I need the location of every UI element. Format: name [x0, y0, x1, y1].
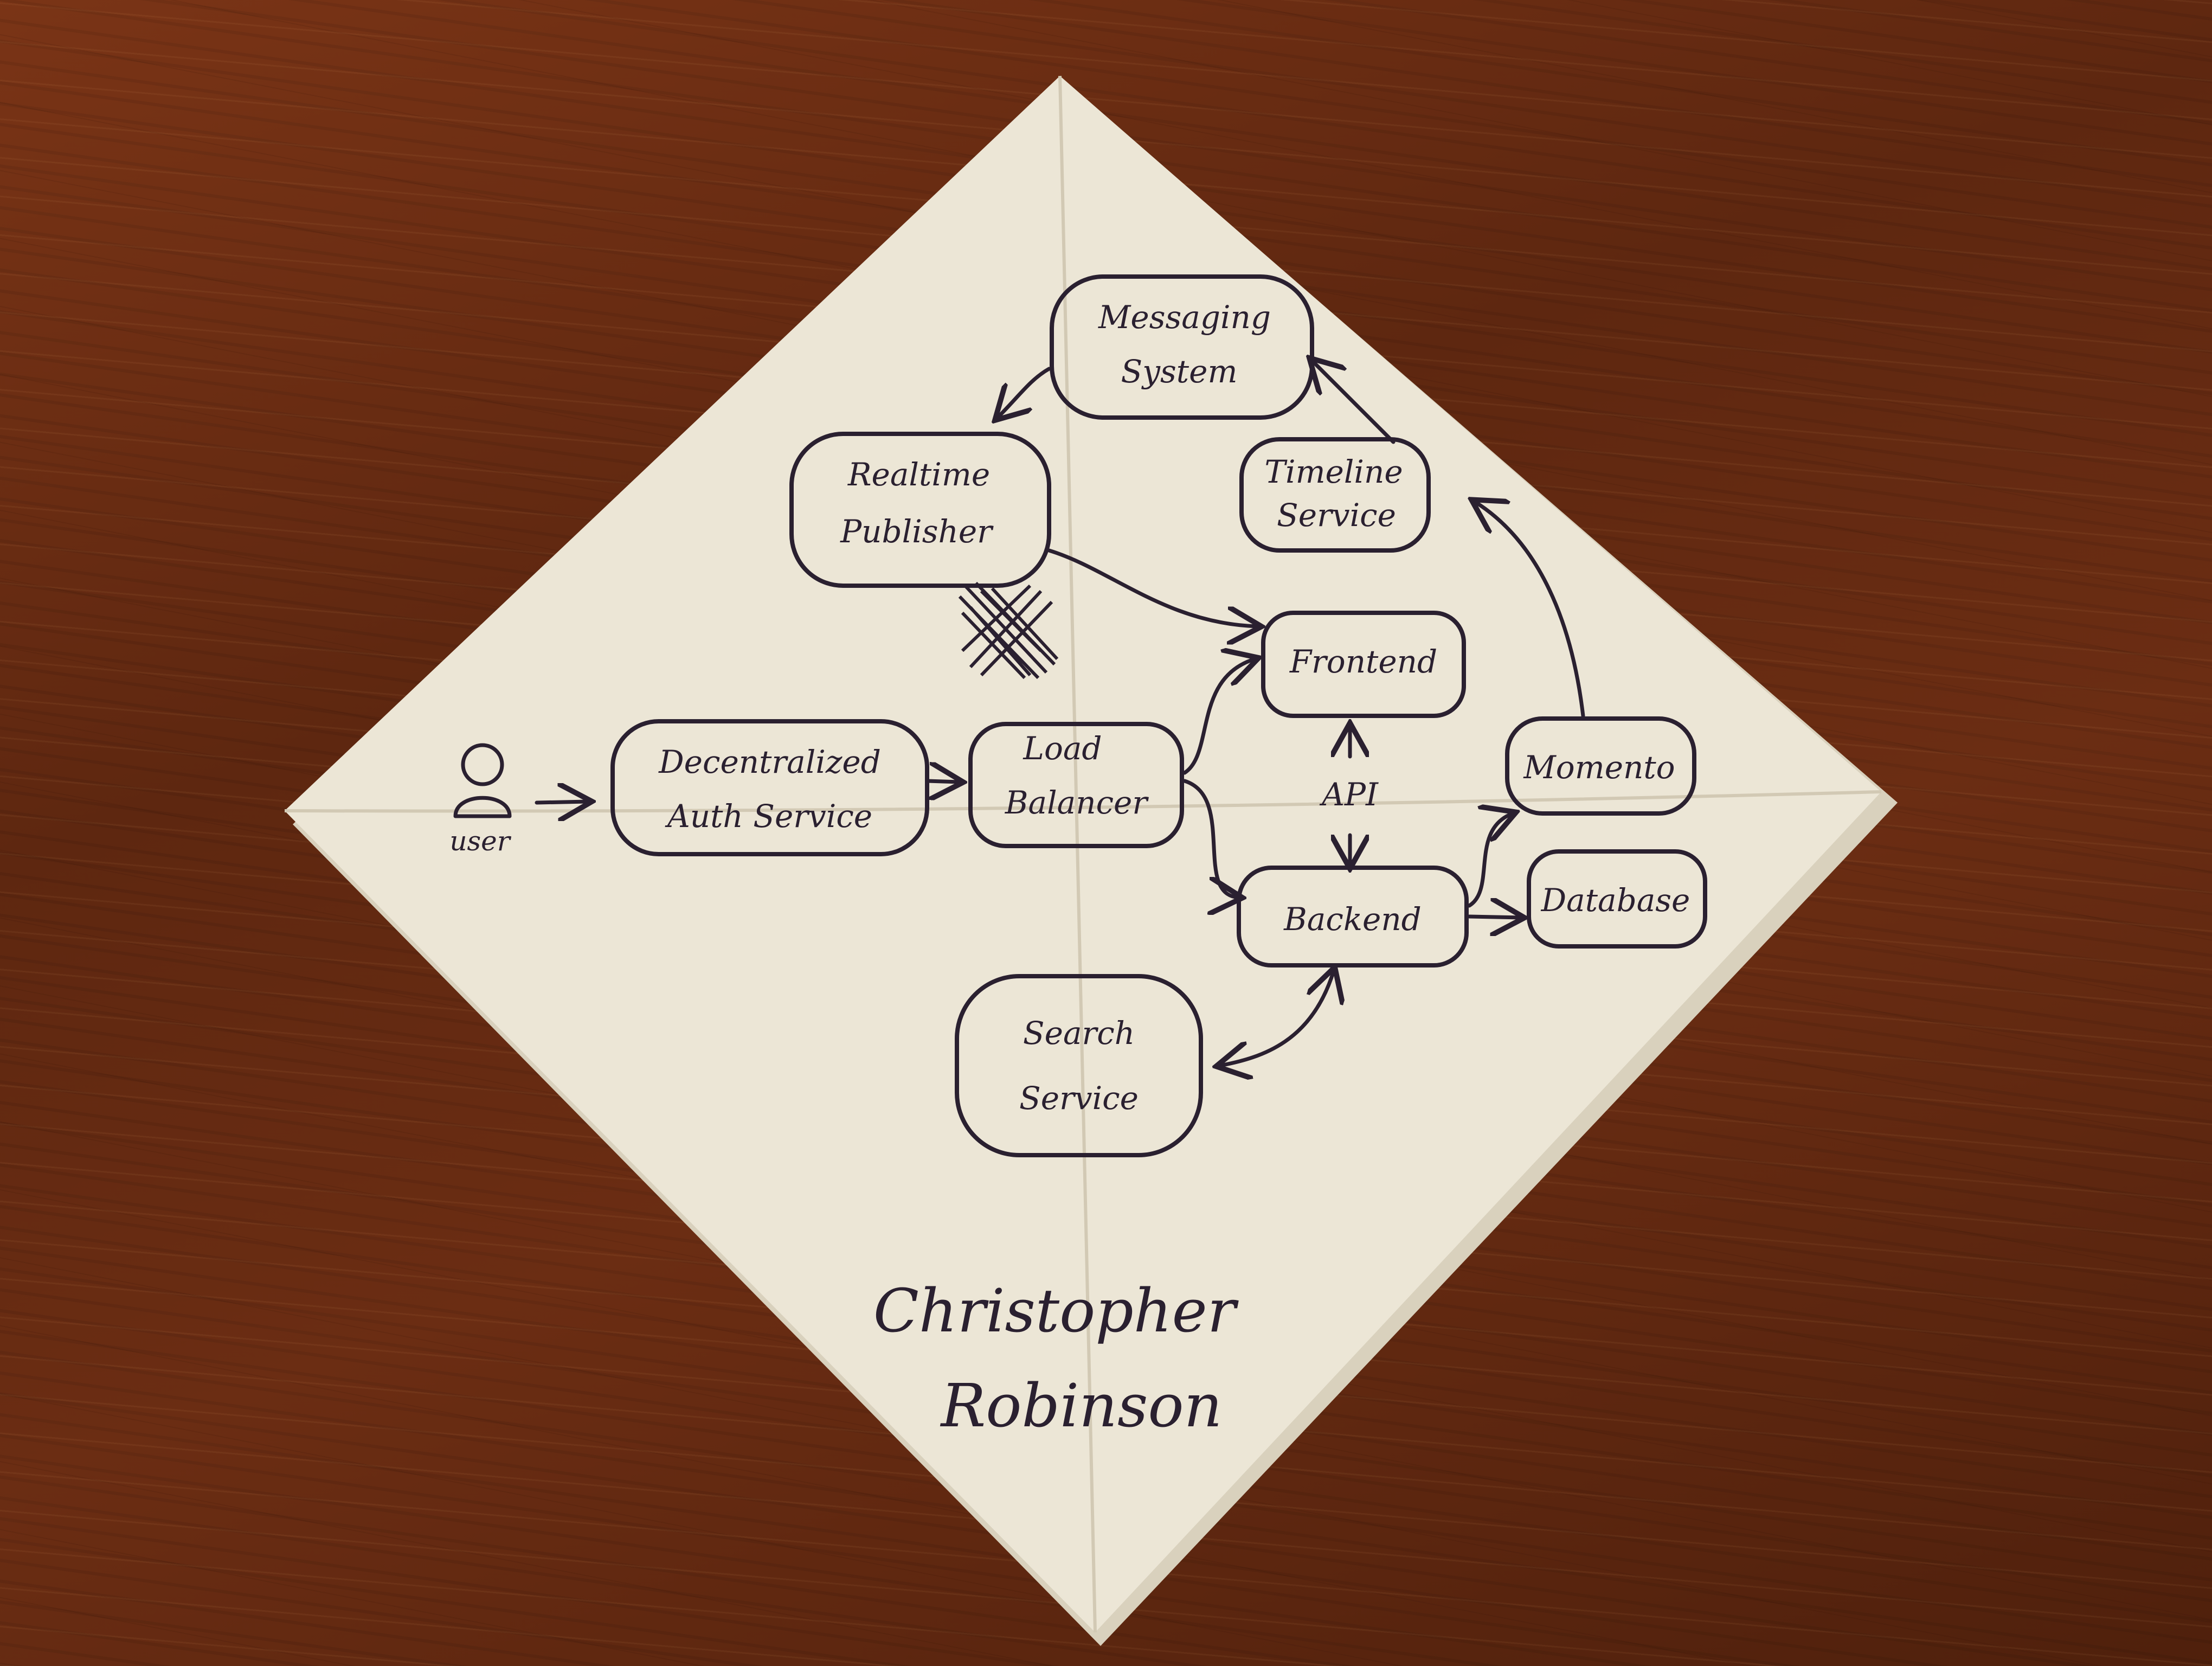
edge-lb-frontend [1182, 659, 1255, 775]
node-frontend-box [1261, 611, 1466, 718]
edge-user-auth [535, 802, 588, 803]
node-auth-box [610, 719, 929, 856]
edge-backend-database [1467, 917, 1521, 918]
label-realtime-line1: Realtime [847, 456, 990, 493]
node-backend-box [1237, 866, 1469, 967]
label-backend: Backend [1283, 901, 1422, 938]
diagram-nodes [610, 274, 1707, 1157]
label-api: API [1319, 776, 1379, 813]
node-realtime-box [789, 432, 1051, 588]
node-messaging-box [1050, 274, 1314, 420]
label-user: user [449, 825, 511, 857]
label-messaging-line1: Messaging [1098, 299, 1271, 336]
user-icon [453, 743, 512, 818]
edge-timeline-messaging [1312, 361, 1396, 444]
label-auth-line1: Decentralized [658, 744, 881, 780]
label-momento: Momento [1523, 749, 1675, 786]
napkin [284, 75, 1898, 1646]
signature-line2: Robinson [940, 1371, 1222, 1440]
signature-line1: Christopher [873, 1276, 1239, 1345]
edge-realtime-frontend [1047, 548, 1258, 626]
node-timeline-box [1239, 437, 1431, 553]
label-lb-line1: Load [1023, 730, 1102, 767]
label-database: Database [1541, 882, 1690, 919]
edge-auth-lb [925, 781, 960, 782]
diagram-edges [535, 361, 1585, 1066]
scribble-mark [958, 581, 1059, 680]
label-search-line2: Service [1019, 1080, 1139, 1117]
node-lb-box [968, 722, 1184, 848]
edge-lb-backend [1182, 779, 1239, 898]
label-auth-line2: Auth Service [665, 798, 872, 835]
edge-messaging-realtime [998, 367, 1051, 418]
node-search-box [955, 974, 1203, 1157]
label-search-line1: Search [1023, 1015, 1135, 1052]
edge-momento-timeline [1475, 502, 1585, 718]
edge-backend-momento [1467, 813, 1513, 908]
label-frontend: Frontend [1289, 643, 1437, 680]
label-timeline-line2: Service [1277, 497, 1396, 534]
label-timeline-line1: Timeline [1264, 453, 1403, 490]
edge-backend-search [1220, 971, 1334, 1066]
signature: Christopher Robinson [873, 1276, 1239, 1440]
label-realtime-line2: Publisher [840, 513, 994, 550]
label-lb-line2: Balancer [1005, 784, 1149, 821]
node-momento-box [1505, 716, 1696, 816]
label-messaging-line2: System [1121, 353, 1238, 390]
node-database-box [1527, 849, 1707, 949]
diagram-labels: user Decentralized Auth Service Load Bal… [449, 299, 1690, 1117]
